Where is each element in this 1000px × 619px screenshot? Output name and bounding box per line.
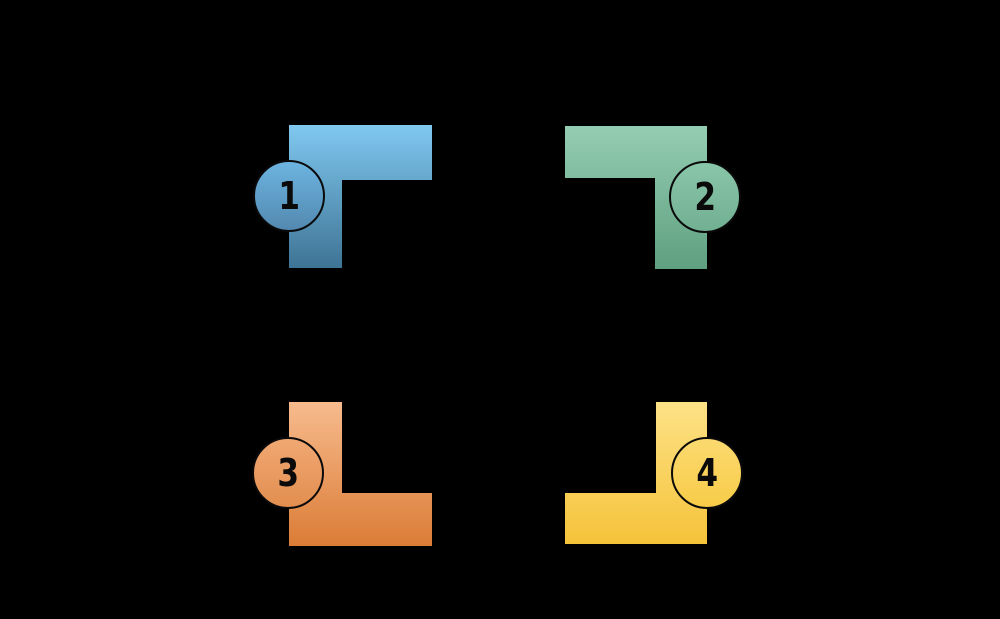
step-1-number: 1	[278, 174, 300, 218]
step-1-number-badge: 1	[253, 160, 325, 232]
step-4-number: 4	[696, 451, 718, 495]
step-2-number-badge: 2	[669, 161, 741, 233]
step-4-number-badge: 4	[671, 437, 743, 509]
step-3-number-badge: 3	[252, 437, 324, 509]
step-3-number: 3	[277, 451, 299, 495]
step-2-number: 2	[694, 175, 716, 219]
